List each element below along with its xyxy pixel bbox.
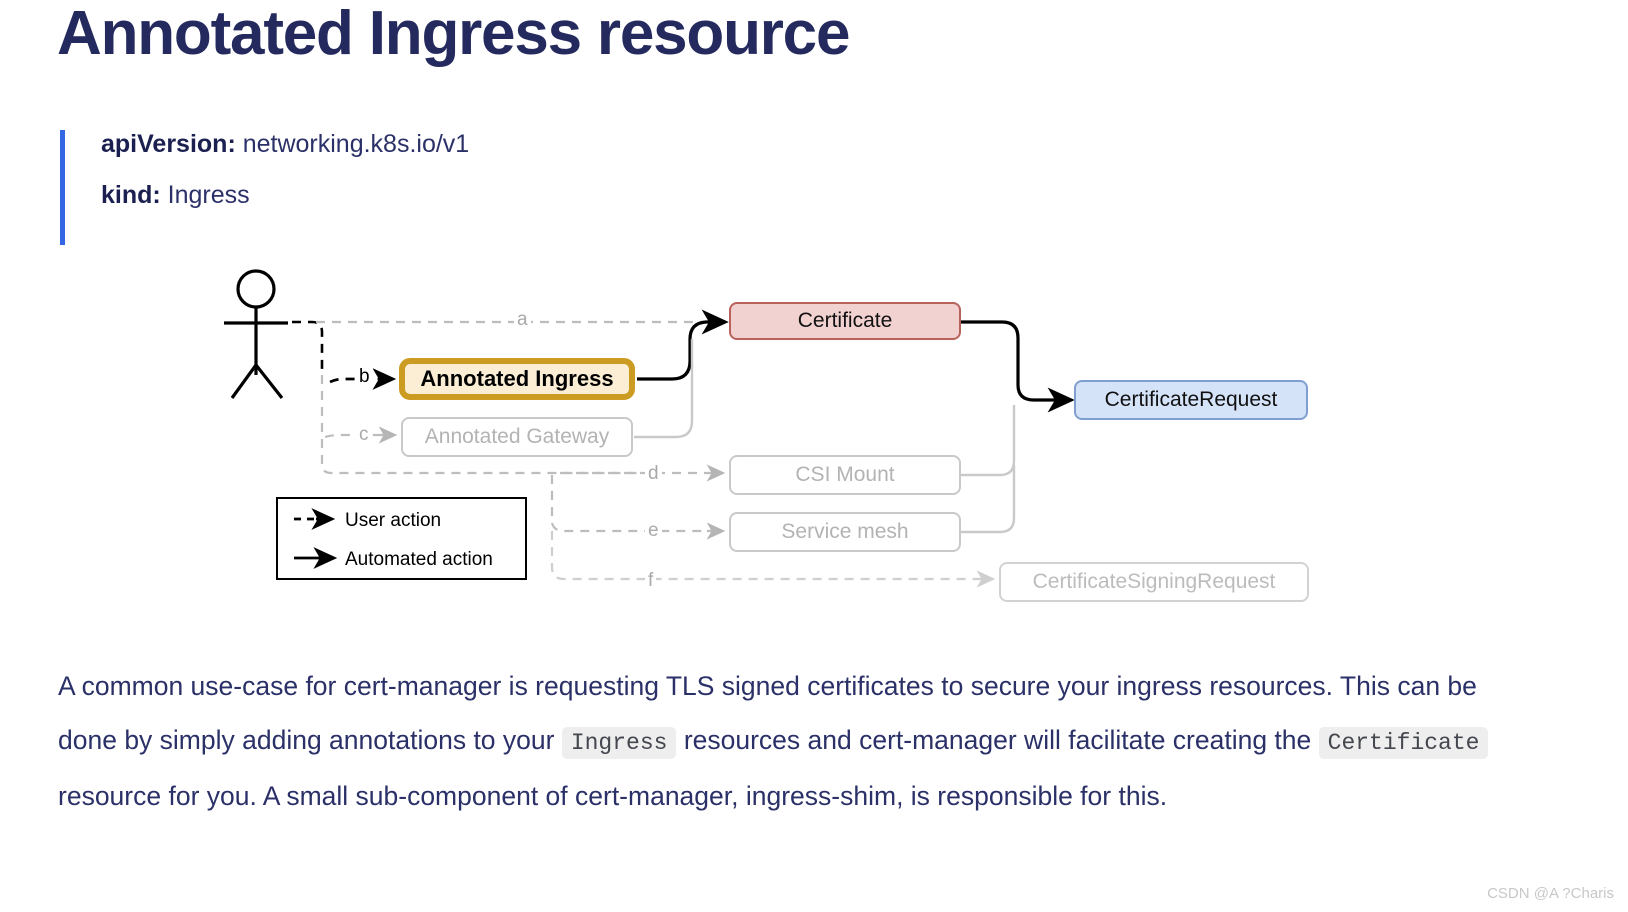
inline-code-certificate: Certificate [1318,726,1489,759]
edge-c-user-to-gateway [324,433,388,439]
edge-f-to-certificate-signing-request [550,531,982,581]
edge-label-f: f [645,570,657,592]
stick-figure-user-icon [224,269,288,399]
kind-key: kind: [101,180,161,209]
blockquote-line-kind: kind: Ingress [101,181,760,211]
edge-label-c: c [356,424,372,446]
edge-ingress-to-certificate [637,320,716,381]
edge-gateway-to-certificate [634,339,694,439]
node-certificate[interactable]: Certificate [729,302,961,340]
node-service-mesh[interactable]: Service mesh [729,512,961,552]
watermark: CSDN @A ?Charis [1487,885,1614,902]
edge-label-a: a [514,309,531,331]
edge-label-b: b [356,366,373,388]
architecture-diagram: Certificate Annotated Ingress Annotated … [0,265,1628,625]
legend-arrows-svg [294,508,338,569]
paragraph-part-3: resource for you. A small sub-component … [58,781,1168,811]
node-annotated-ingress[interactable]: Annotated Ingress [399,358,635,400]
edge-e-to-service-mesh [550,522,712,533]
edge-mesh-to-certificaterequest [961,465,1016,534]
page-title: Annotated Ingress resource [57,0,850,68]
paragraph-part-2: resources and cert-manager will facilita… [676,724,1319,755]
edge-certificate-to-certificaterequest [961,320,1062,402]
node-certificate-signing-request[interactable]: CertificateSigningRequest [999,562,1309,602]
blockquote-line-apiversion: apiVersion: networking.k8s.io/v1 [101,130,760,160]
diagram-edges-svg [224,269,1075,588]
paragraph-part-1: A common use-case for cert-manager is re… [58,671,1477,755]
edge-csi-to-certificaterequest [961,405,1016,477]
description-paragraph: A common use-case for cert-manager is re… [58,660,1498,824]
legend-label-automated-action: Automated action [345,549,493,570]
node-certificate-request[interactable]: CertificateRequest [1074,380,1308,420]
edge-actor-trunk-muted [320,375,640,475]
edge-label-e: e [645,520,662,542]
kind-value: Ingress [160,180,250,209]
edge-label-d: d [645,463,662,485]
node-annotated-gateway[interactable]: Annotated Gateway [401,417,633,457]
node-csi-mount[interactable]: CSI Mount [729,455,961,495]
blockquote-yaml-snippet: apiVersion: networking.k8s.io/v1 kind: I… [60,130,760,245]
edge-b-user-to-ingress [329,377,386,384]
apiversion-value: networking.k8s.io/v1 [235,130,470,158]
apiversion-key: apiVersion: [101,130,236,158]
legend-label-user-action: User action [345,510,442,531]
inline-code-ingress: Ingress [561,726,677,759]
edge-actor-trunk-solid [292,320,324,375]
